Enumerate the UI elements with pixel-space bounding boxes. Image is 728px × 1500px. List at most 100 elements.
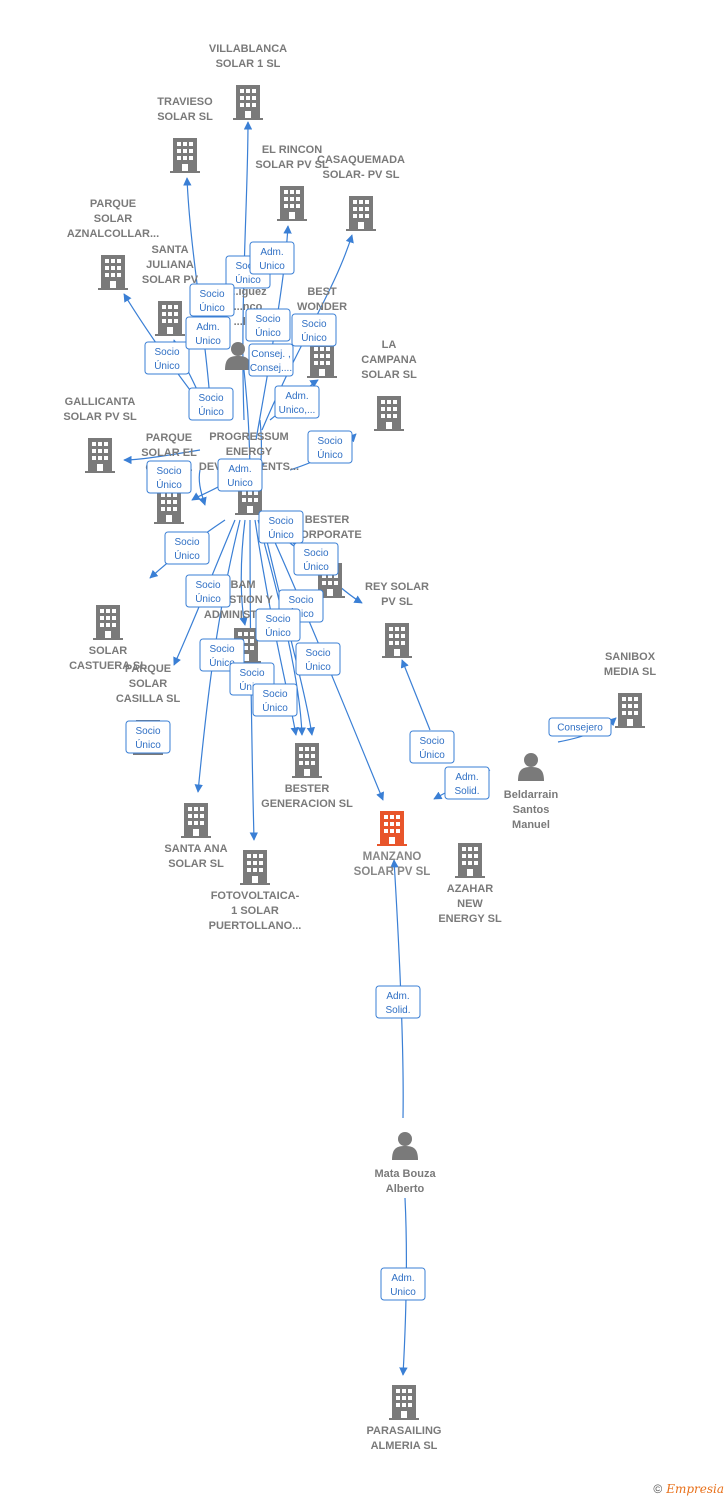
edge-label-person_center-to-progressum[interactable]: Adm.Unico,... [274,385,320,419]
edge-label-mata-to-parasailing[interactable]: Adm.Unico [380,1267,426,1301]
edge-labels-layer: SocioÚnicoSocioÚnicoAdm.UnicoSocioÚnicoS… [125,241,612,1301]
brand-logo-text[interactable]: Empresia [666,1482,724,1496]
building-icon[interactable] [382,623,412,658]
node-label-fotovoltaica: FOTOVOLTAICA- [211,890,300,902]
edge-label-box[interactable] [248,343,294,377]
building-icon[interactable] [292,743,322,778]
edge-label-box[interactable] [189,283,235,317]
building-icon[interactable] [98,255,128,290]
edge-label-person_center-to-parque_elcal[interactable]: Adm.Unico [217,458,263,492]
edge-label-box[interactable] [185,574,231,608]
node-fotovoltaica[interactable]: FOTOVOLTAICA-1 SOLARPUERTOLLANO... [209,850,302,932]
edge-label-box[interactable] [258,510,304,544]
edge-label-box[interactable] [185,316,231,350]
building-icon[interactable] [277,186,307,221]
building-icon[interactable] [233,85,263,120]
edge-label-box[interactable] [125,720,171,754]
building-icon[interactable] [377,811,407,846]
edge-label-mata-to-manzano[interactable]: Adm.Solid. [375,985,421,1019]
node-label-azahar: ENERGY SL [438,913,502,925]
edge-label-beldarrain-to-sanibox[interactable]: Consejero [548,717,612,737]
edge-label-box[interactable] [255,608,301,642]
edge-label-box[interactable] [444,766,490,800]
edge-label-box[interactable] [245,308,291,342]
edge-label-box[interactable] [164,531,210,565]
building-icon[interactable] [307,343,337,378]
edge-label-text: Único [419,748,445,761]
copyright-symbol: © [653,1482,663,1496]
building-icon[interactable] [93,605,123,640]
node-label-mata: Alberto [386,1183,425,1195]
building-icon[interactable] [455,843,485,878]
building-icon[interactable] [181,803,211,838]
building-icon[interactable] [170,138,200,173]
edge-label-box[interactable] [380,1267,426,1301]
building-icon[interactable] [154,489,184,524]
edge-label-person_center-to-elrincon[interactable]: Adm.Unico [249,241,295,275]
building-icon[interactable] [85,438,115,473]
edge-label-box[interactable] [144,341,190,375]
edge-label-box[interactable] [295,642,341,676]
building-icon[interactable] [615,693,645,728]
edge-label-box[interactable] [293,542,339,576]
edge-label-box[interactable] [307,430,353,464]
edge-label-person_center-to-santajuliana[interactable]: Adm.Unico [185,316,231,350]
edge-label-box[interactable] [548,717,612,737]
edge-label-box[interactable] [146,460,192,494]
edge-label-box[interactable] [188,387,234,421]
building-icon[interactable] [346,196,376,231]
edge-label-beldarrain-to-manzano[interactable]: Adm.Solid. [444,766,490,800]
building-icon[interactable] [155,301,185,336]
edge-label-box[interactable] [274,385,320,419]
building-icon[interactable] [389,1385,419,1420]
person-icon[interactable] [392,1132,418,1160]
node-parque_aznal[interactable]: PARQUESOLARAZNALCOLLAR... [67,198,159,290]
edge-label-box[interactable] [252,683,298,717]
edge-label-person_center-to-progressum[interactable]: Consej. ,Consej.... [248,343,294,377]
edge-label-box[interactable] [375,985,421,1019]
edge-label-box[interactable] [217,458,263,492]
building-icon[interactable] [374,396,404,431]
edge-label-box[interactable] [249,241,295,275]
person-icon[interactable] [518,753,544,781]
building-icon[interactable] [240,850,270,885]
edge-label-box[interactable] [291,313,337,347]
edge-label-box[interactable] [409,730,455,764]
